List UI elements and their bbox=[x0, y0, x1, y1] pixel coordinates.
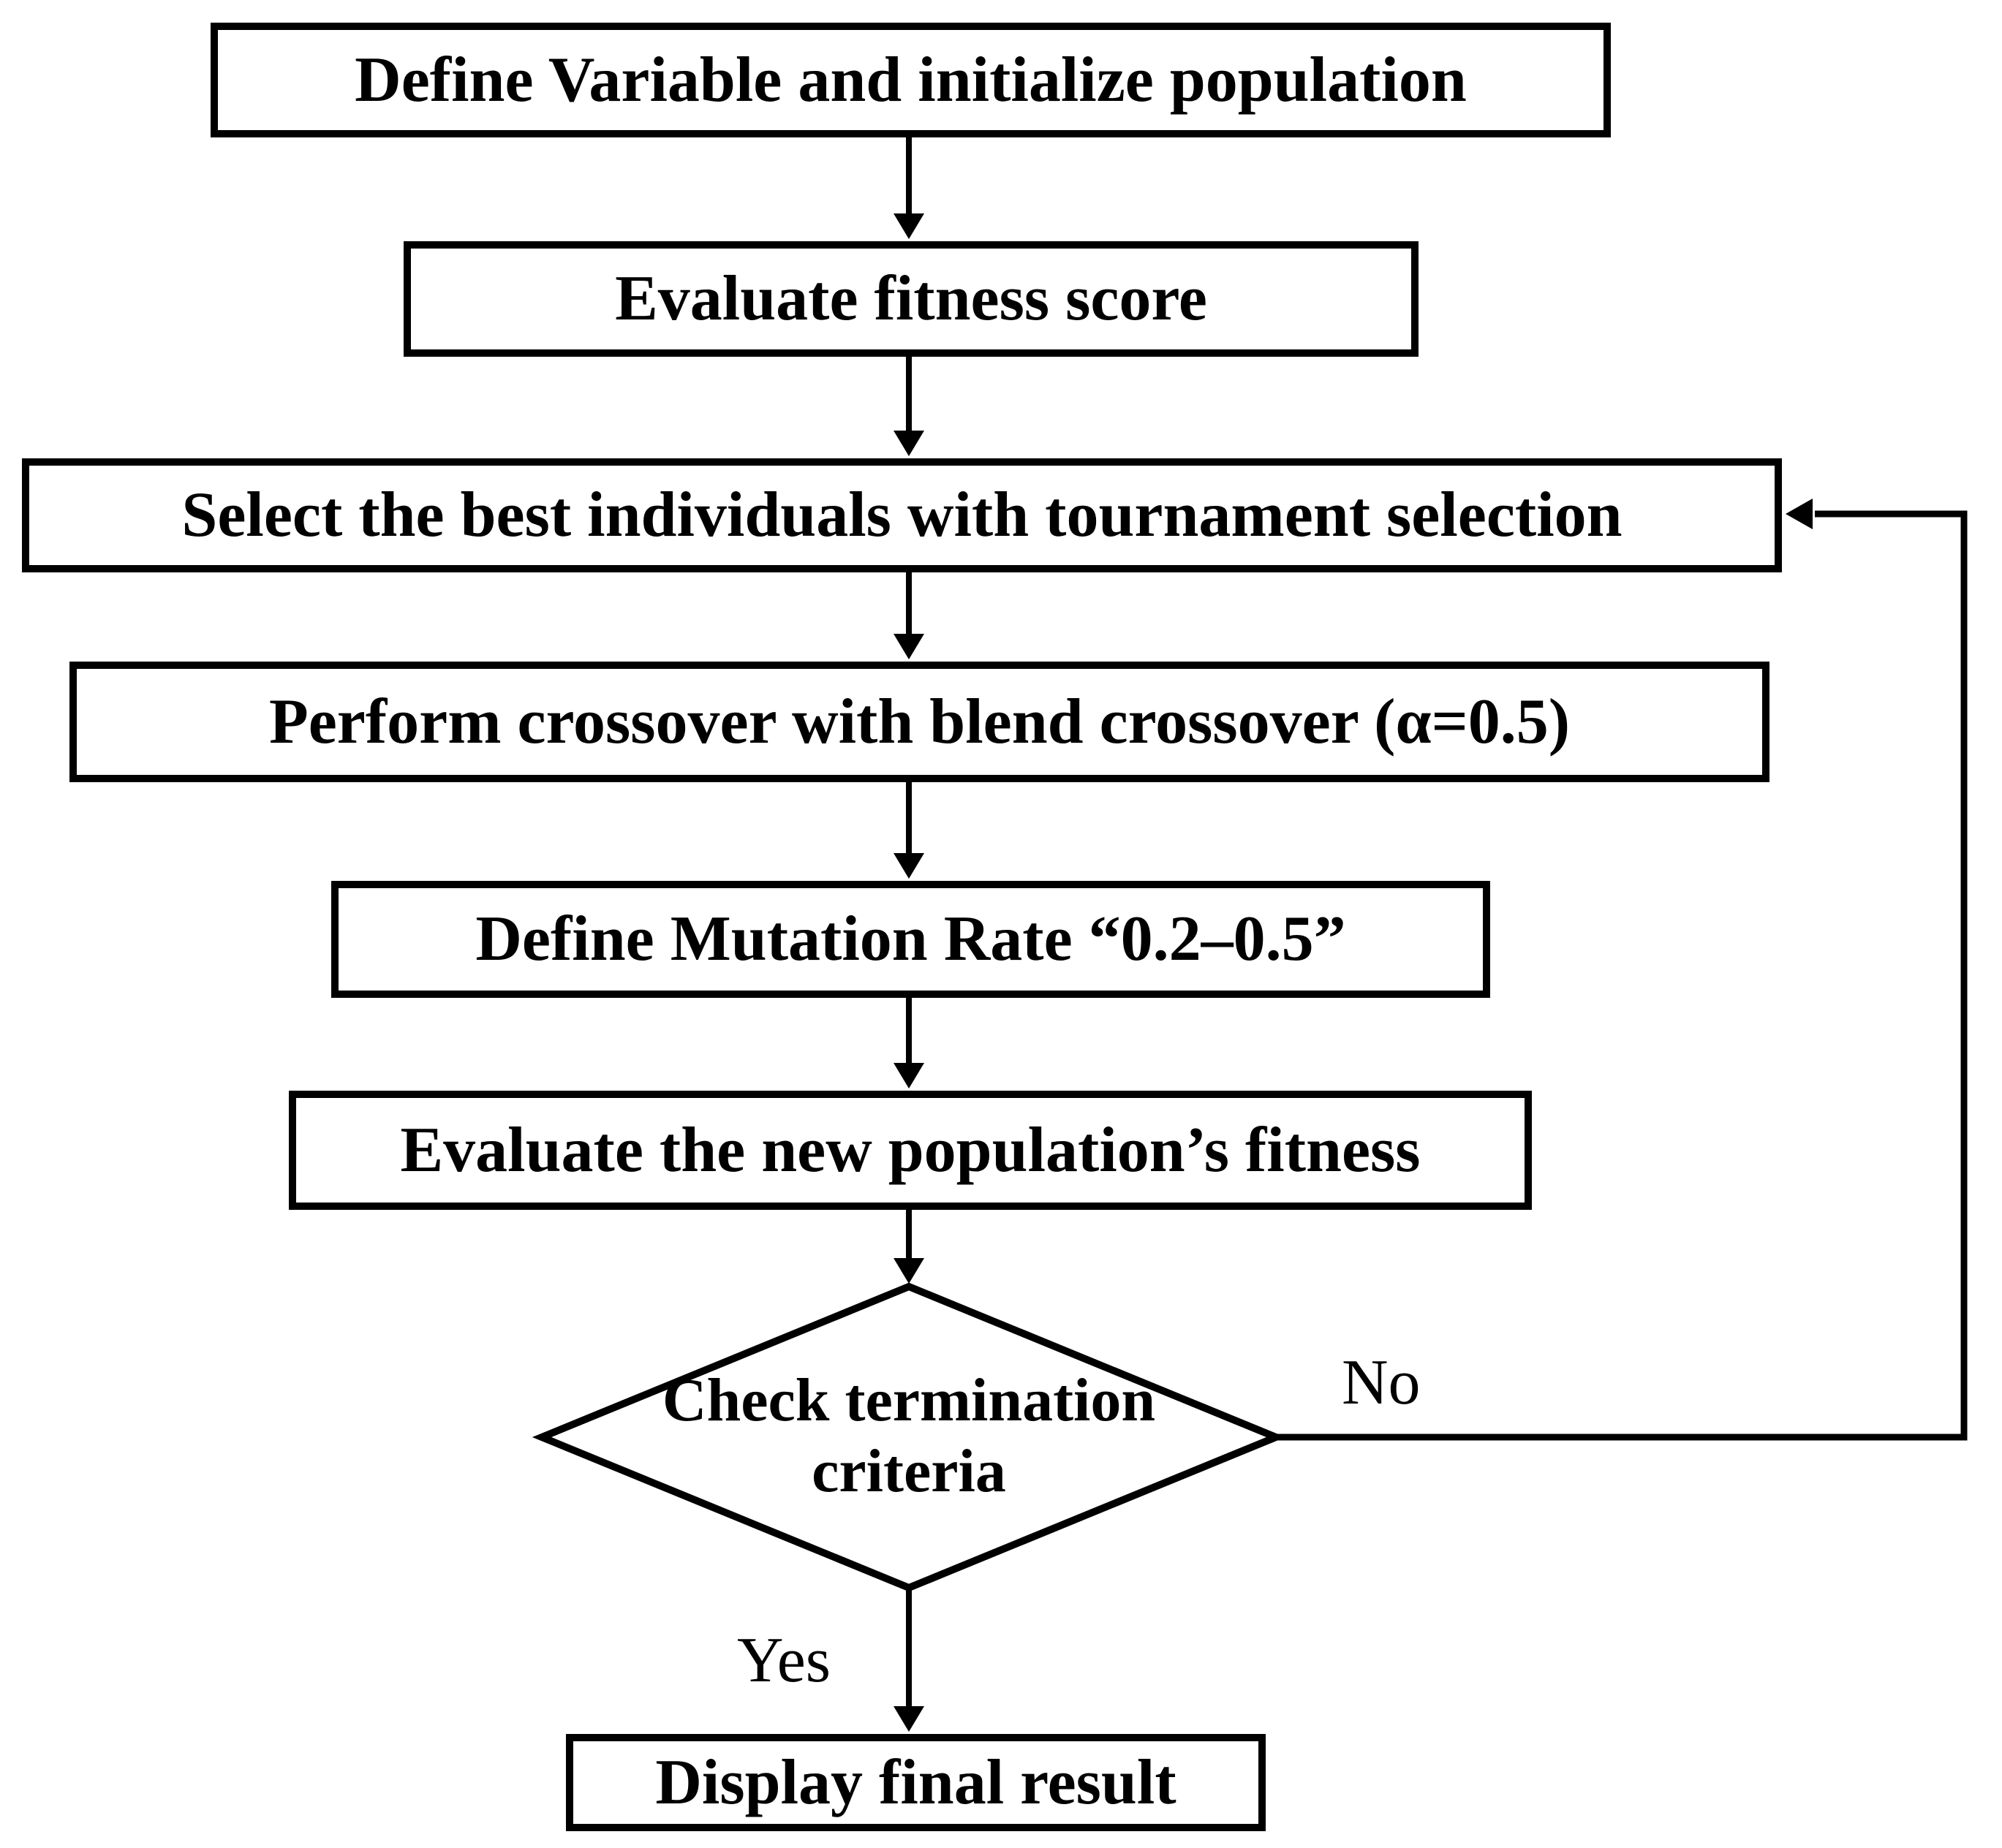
node-blend-crossover-label: Perform crossover with blend crossover (… bbox=[268, 686, 1571, 757]
node-check-termination-label: Check termination criteria bbox=[662, 1366, 1156, 1505]
node-evaluate-new-population: Evaluate the new population’s fitness bbox=[289, 1091, 1532, 1210]
node-mutation-rate: Define Mutation Rate “0.2–0.5” bbox=[331, 881, 1490, 998]
node-blend-crossover: Perform crossover with blend crossover (… bbox=[69, 662, 1769, 782]
arrowhead-no-feedback-loop bbox=[1786, 499, 1813, 529]
node-evaluate-fitness-label: Evaluate fitness score bbox=[615, 263, 1207, 335]
node-display-result: Display final result bbox=[566, 1734, 1266, 1831]
arrowhead-select-to-crossover bbox=[894, 634, 924, 659]
node-evaluate-fitness: Evaluate fitness score bbox=[404, 241, 1419, 357]
yes-branch-label: Yes bbox=[737, 1625, 831, 1696]
arrowhead-mutation-to-evaluate-new bbox=[894, 1063, 924, 1088]
no-branch-label: No bbox=[1342, 1347, 1421, 1418]
node-display-result-label: Display final result bbox=[655, 1746, 1176, 1818]
node-define-variables: Define Variable and initialize populatio… bbox=[211, 23, 1611, 137]
node-define-variables-label: Define Variable and initialize populatio… bbox=[355, 44, 1467, 116]
arrowhead-define-to-evaluate bbox=[894, 213, 924, 239]
node-mutation-rate-label: Define Mutation Rate “0.2–0.5” bbox=[475, 904, 1346, 975]
node-tournament-selection: Select the best individuals with tournam… bbox=[22, 458, 1782, 572]
decision-diamond-shape bbox=[532, 1282, 1286, 1592]
arrowhead-yes-decision-to-display bbox=[894, 1706, 924, 1732]
node-evaluate-new-population-label: Evaluate the new population’s fitness bbox=[400, 1114, 1421, 1186]
node-tournament-selection-label: Select the best individuals with tournam… bbox=[181, 480, 1623, 551]
arrow-no-feedback-loop bbox=[1276, 510, 1968, 1441]
arrowhead-evaluate-new-to-decision bbox=[894, 1258, 924, 1284]
arrowhead-evaluate-to-select bbox=[894, 431, 924, 456]
node-check-termination: Check termination criteria bbox=[631, 1316, 1187, 1557]
arrowhead-crossover-to-mutation bbox=[894, 853, 924, 879]
